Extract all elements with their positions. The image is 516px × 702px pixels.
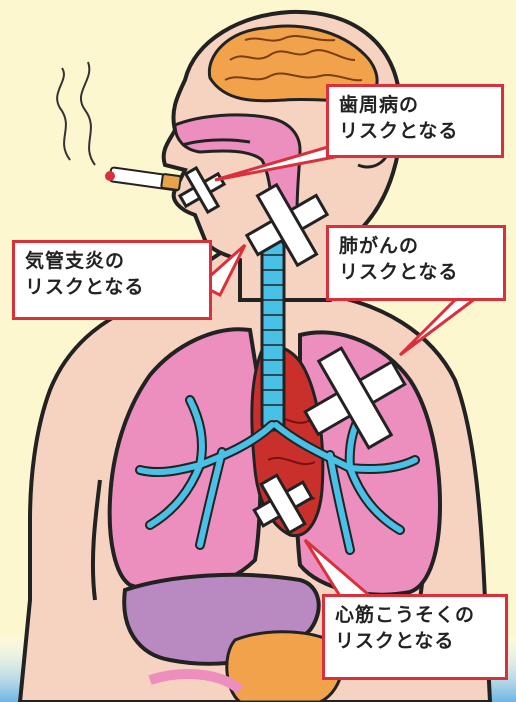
lung-cancer-risk-callout: 肺がんの リスクとなる <box>326 225 506 301</box>
callout-line-2: リスクとなる <box>339 119 491 145</box>
periodontal-risk-callout: 歯周病の リスクとなる <box>326 84 504 158</box>
callout-line-2: リスクとなる <box>339 260 493 286</box>
trachea <box>262 240 284 430</box>
callout-line-1: 肺がんの <box>339 234 493 260</box>
bronchitis-risk-callout: 気管支炎の リスクとなる <box>12 240 212 320</box>
callout-line-1: 歯周病の <box>339 93 491 119</box>
myocardial-infarction-risk-callout: 心筋こうそくの リスクとなる <box>322 594 508 680</box>
callout-line-2: リスクとなる <box>25 275 199 301</box>
smoke-icon <box>57 62 95 165</box>
callout-line-1: 気管支炎の <box>25 249 199 275</box>
callout-line-2: リスクとなる <box>335 629 495 655</box>
cigarette-icon <box>105 167 181 191</box>
callout-line-1: 心筋こうそくの <box>335 603 495 629</box>
